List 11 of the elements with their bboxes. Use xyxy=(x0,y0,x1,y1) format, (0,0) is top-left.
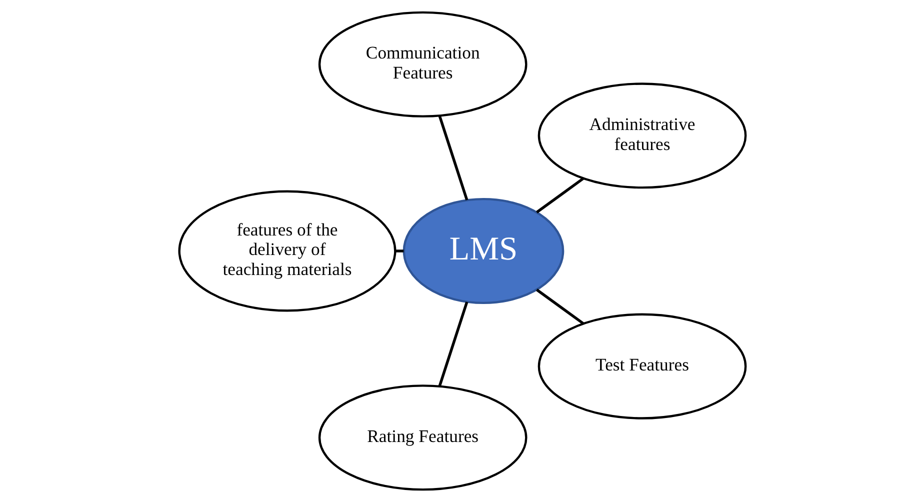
node-ellipse: Test Features xyxy=(537,313,746,420)
connector xyxy=(394,250,404,252)
connector xyxy=(438,302,468,387)
connector xyxy=(535,177,584,214)
connector xyxy=(438,115,468,200)
node-ellipse: Communication Features xyxy=(318,11,527,118)
connector xyxy=(535,288,584,325)
node-ellipse: Administrative features xyxy=(537,82,746,189)
node-ellipse: features of the delivery of teaching materials xyxy=(178,190,396,312)
node-ellipse: Rating Features xyxy=(318,384,527,491)
node-ellipse: LMS xyxy=(402,198,564,304)
